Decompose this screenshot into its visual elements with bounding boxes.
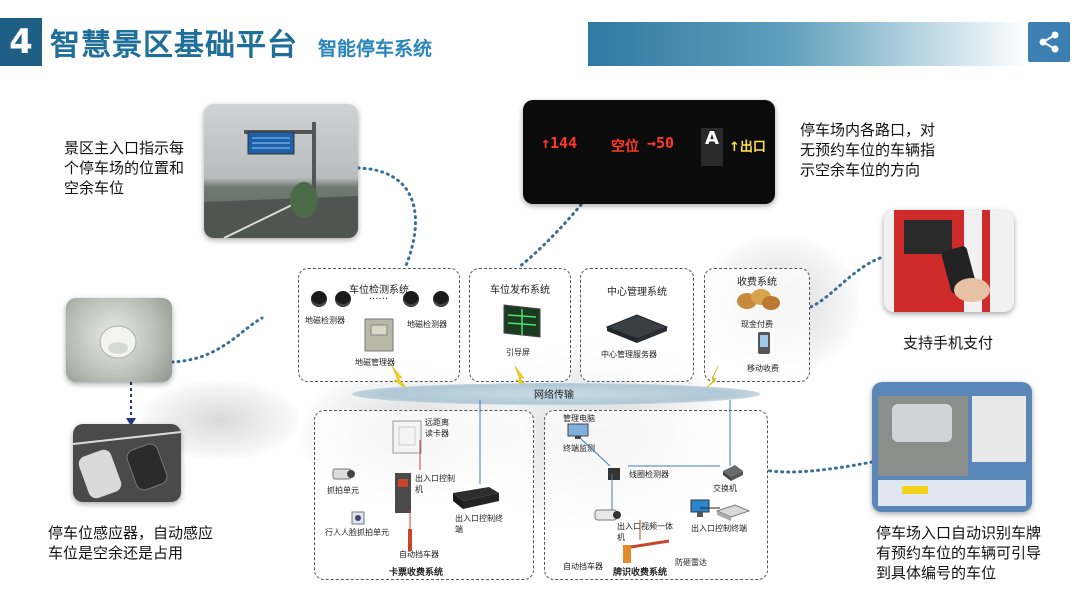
internal-wiring [0,0,1080,607]
